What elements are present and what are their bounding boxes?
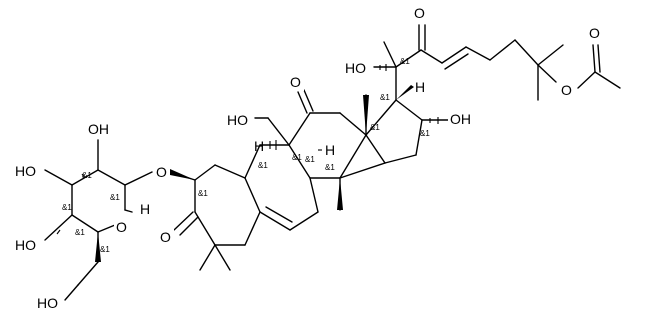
atom-h-c10: H bbox=[254, 138, 264, 154]
stereo-label-c16: &1 bbox=[420, 129, 430, 138]
stereo-label-c14: &1 bbox=[325, 163, 335, 172]
atom-h-c17: H bbox=[415, 79, 425, 95]
stereo-label-c5-sugar: &1 bbox=[100, 245, 110, 254]
atom-ho-c20: HO bbox=[345, 60, 366, 76]
stereo-label-c9: &1 bbox=[292, 153, 302, 162]
atom-labels: O HO H OH O O O HO H H O O OH HO HO O H … bbox=[14, 3, 604, 312]
atom-o-ring-sugar: O bbox=[116, 219, 127, 235]
stereo-label-c2: &1 bbox=[198, 189, 208, 198]
stereo-descriptors: &1 &1 &1 &1 &1 &1 &1 &1 &1 &1 &1 &1 &1 &… bbox=[62, 57, 430, 254]
atom-ho-sugar-left: HO bbox=[15, 163, 36, 179]
atom-o-c11: O bbox=[290, 74, 301, 90]
atom-o-ester: O bbox=[561, 82, 572, 98]
bond-lines bbox=[44, 24, 621, 301]
stereo-label-c1-sugar: &1 bbox=[110, 193, 120, 202]
stereo-label-c17: &1 bbox=[380, 93, 390, 102]
atom-ho-sugar-bottom: HO bbox=[15, 237, 36, 253]
stereo-label-c4-sugar: &1 bbox=[75, 228, 85, 237]
atom-ho-c19: HO bbox=[227, 112, 248, 128]
atom-h-anomeric: H bbox=[140, 201, 150, 217]
atom-oh-c16: OH bbox=[450, 111, 471, 127]
atom-o-ketone-top: O bbox=[414, 5, 425, 21]
stereo-label-c10: &1 bbox=[258, 161, 268, 170]
atom-o-c3: O bbox=[160, 229, 171, 245]
stereo-label-c20: &1 bbox=[400, 57, 410, 66]
stereo-label-c3-sugar: &1 bbox=[62, 203, 72, 212]
stereo-bonds bbox=[56, 64, 439, 262]
atom-o-acetyl: O bbox=[589, 25, 600, 41]
stereo-label-c2-sugar: &1 bbox=[82, 171, 92, 180]
atom-h-c8: H bbox=[325, 142, 335, 158]
atom-ho-ch2: HO bbox=[37, 295, 58, 311]
stereo-label-c13: &1 bbox=[370, 123, 380, 132]
atom-oh-sugar-top: OH bbox=[88, 121, 109, 137]
atom-o-glycoside: O bbox=[156, 164, 167, 180]
stereo-label-c8: &1 bbox=[305, 155, 315, 164]
